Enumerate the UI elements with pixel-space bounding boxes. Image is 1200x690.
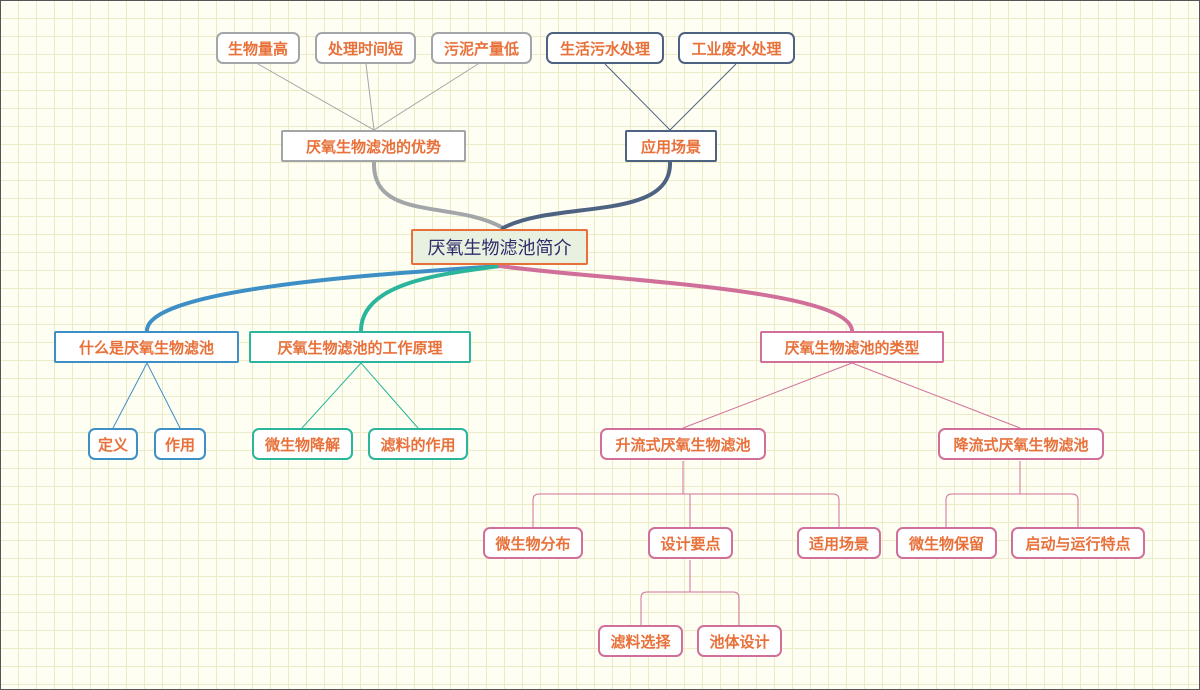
branch-advantages (371, 160, 505, 230)
subtopic-scenario-1[interactable]: 生活污水处理 (546, 32, 664, 64)
subtopic-scenario-2[interactable]: 工业废水处理 (678, 32, 795, 64)
subtopic-upflow[interactable]: 升流式厌氧生物滤池 (600, 428, 766, 460)
branch-types (498, 264, 854, 332)
topic-scenarios[interactable]: 应用场景 (625, 130, 717, 162)
design-point-2[interactable]: 池体设计 (697, 625, 782, 657)
subtopic-advantage-2[interactable]: 处理时间短 (315, 32, 416, 64)
upflow-item-2[interactable]: 设计要点 (648, 527, 733, 559)
design-point-1[interactable]: 滤料选择 (598, 625, 683, 657)
topic-advantages[interactable]: 厌氧生物滤池的优势 (281, 130, 466, 162)
subtopic-advantage-1[interactable]: 生物量高 (216, 32, 300, 64)
branch-definition (145, 264, 502, 332)
subtopic-definition-1[interactable]: 定义 (88, 428, 138, 460)
subtopic-definition-2[interactable]: 作用 (154, 428, 206, 460)
upflow-item-3[interactable]: 适用场景 (797, 527, 881, 559)
root-topic[interactable]: 厌氧生物滤池简介 (411, 229, 588, 265)
downflow-item-1[interactable]: 微生物保留 (896, 527, 997, 559)
branch-scenarios (501, 160, 673, 230)
subtopic-downflow[interactable]: 降流式厌氧生物滤池 (938, 428, 1104, 460)
topic-definition[interactable]: 什么是厌氧生物滤池 (54, 331, 239, 363)
subtopic-advantage-3[interactable]: 污泥产量低 (431, 32, 532, 64)
subtopic-principle-2[interactable]: 滤料的作用 (368, 428, 468, 460)
subtopic-principle-1[interactable]: 微生物降解 (252, 428, 353, 460)
branch-principle (359, 264, 502, 332)
topic-types[interactable]: 厌氧生物滤池的类型 (760, 331, 944, 363)
topic-principle[interactable]: 厌氧生物滤池的工作原理 (249, 331, 471, 363)
upflow-item-1[interactable]: 微生物分布 (483, 527, 583, 559)
downflow-item-2[interactable]: 启动与运行特点 (1011, 527, 1145, 559)
